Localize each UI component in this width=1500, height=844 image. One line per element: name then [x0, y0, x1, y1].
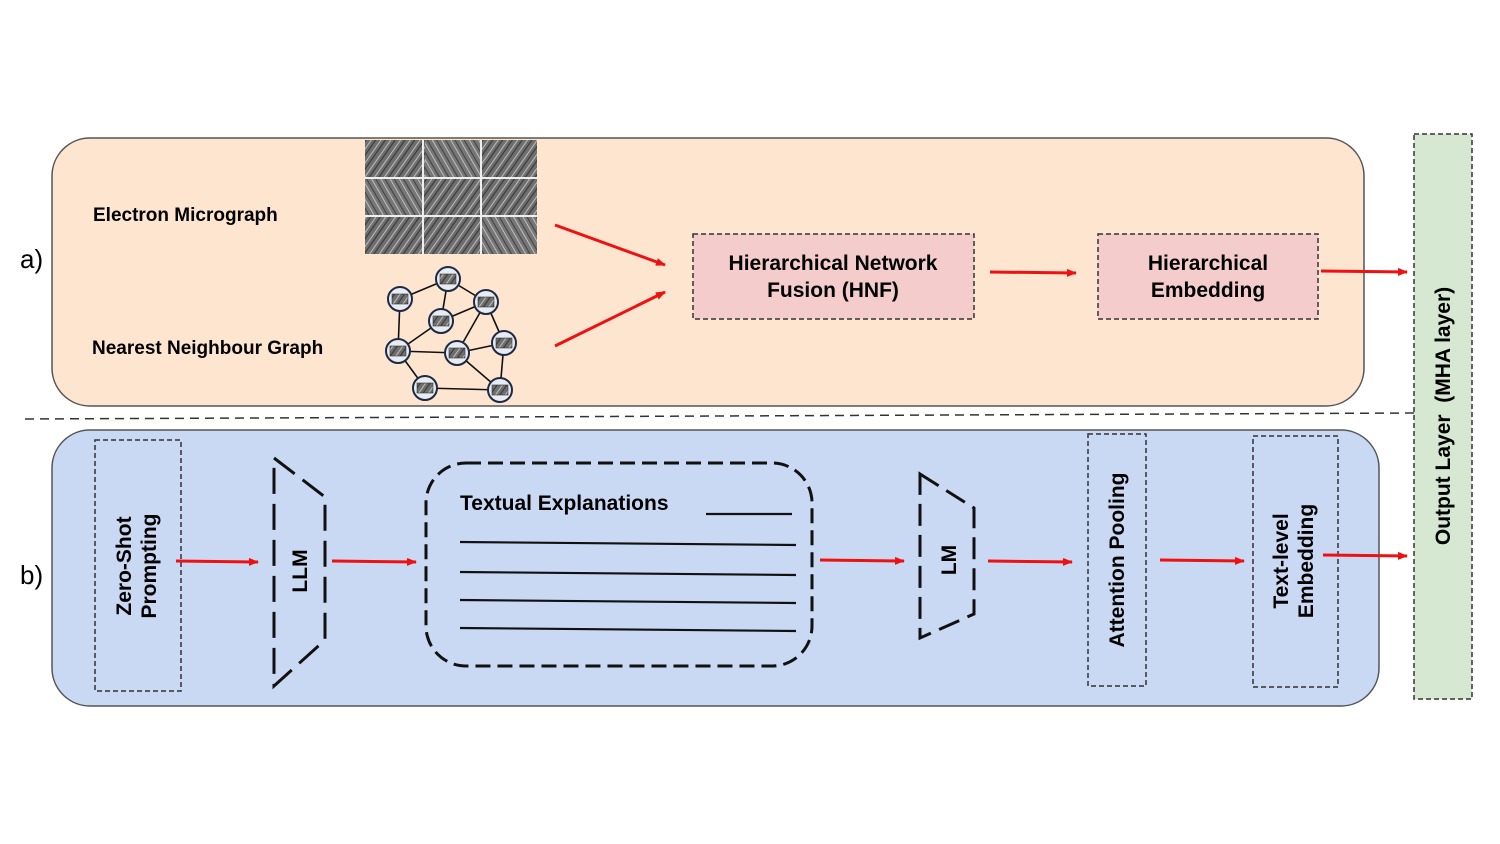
- attention-pooling-label: Attention Pooling: [1106, 473, 1129, 648]
- hnf-box: [692, 233, 975, 320]
- arrow-llm-to-explanations: [331, 557, 417, 566]
- text-level-embedding-line2: Embedding: [1295, 504, 1318, 618]
- llm-label: LLM: [289, 549, 312, 592]
- micrograph-label: Electron Micrograph: [93, 205, 278, 226]
- arrow-hnf-to-embedding: [989, 268, 1077, 277]
- hierarchical-embedding-line2: Embedding: [1151, 279, 1265, 302]
- arrow-prompting-to-llm: [175, 557, 259, 566]
- text-level-embedding-line1: Text-level: [1270, 513, 1293, 608]
- arrow-graph-to-hnf: [554, 290, 666, 348]
- output-layer-label: Output Layer (MHA layer): [1432, 287, 1455, 545]
- hnf-label-line1: Hierarchical Network: [729, 252, 938, 275]
- graph-label: Nearest Neighbour Graph: [92, 338, 323, 359]
- arrow-embedding-to-output: [1320, 267, 1408, 276]
- zero-shot-prompting-box: [94, 439, 182, 692]
- arrow-pooling-to-embedding: [1159, 556, 1245, 565]
- electron-micrograph-image: [365, 140, 537, 254]
- lm-label: LM: [938, 545, 961, 575]
- arrow-micrograph-to-hnf: [554, 223, 666, 267]
- nearest-neighbour-graph-image: [385, 266, 517, 403]
- llm-trapezoid: [272, 454, 327, 690]
- arrow-lm-to-pooling: [987, 557, 1073, 566]
- panel-a-label: a): [20, 244, 43, 274]
- panel-b-label: b): [20, 560, 43, 590]
- zero-shot-prompting-line2: Prompting: [138, 514, 161, 619]
- hierarchical-embedding-box: [1097, 233, 1319, 320]
- text-lines-illustration: [459, 512, 797, 633]
- panel-b-background: [51, 429, 1380, 707]
- output-layer-box: [1413, 133, 1473, 700]
- text-level-embedding-box: [1252, 435, 1339, 688]
- zero-shot-prompting-line1: Zero-Shot: [113, 516, 136, 615]
- lm-trapezoid: [918, 471, 976, 641]
- arrow-explanations-to-lm: [819, 556, 905, 565]
- textual-explanations-box: [424, 461, 814, 668]
- attention-pooling-box: [1087, 433, 1147, 687]
- textual-explanations-label: Textual Explanations: [460, 492, 669, 515]
- arrow-embedding-to-output-b: [1322, 551, 1408, 560]
- hierarchical-embedding-line1: Hierarchical: [1148, 252, 1268, 275]
- hnf-label-line2: Fusion (HNF): [767, 279, 899, 302]
- panel-divider: [24, 412, 1416, 420]
